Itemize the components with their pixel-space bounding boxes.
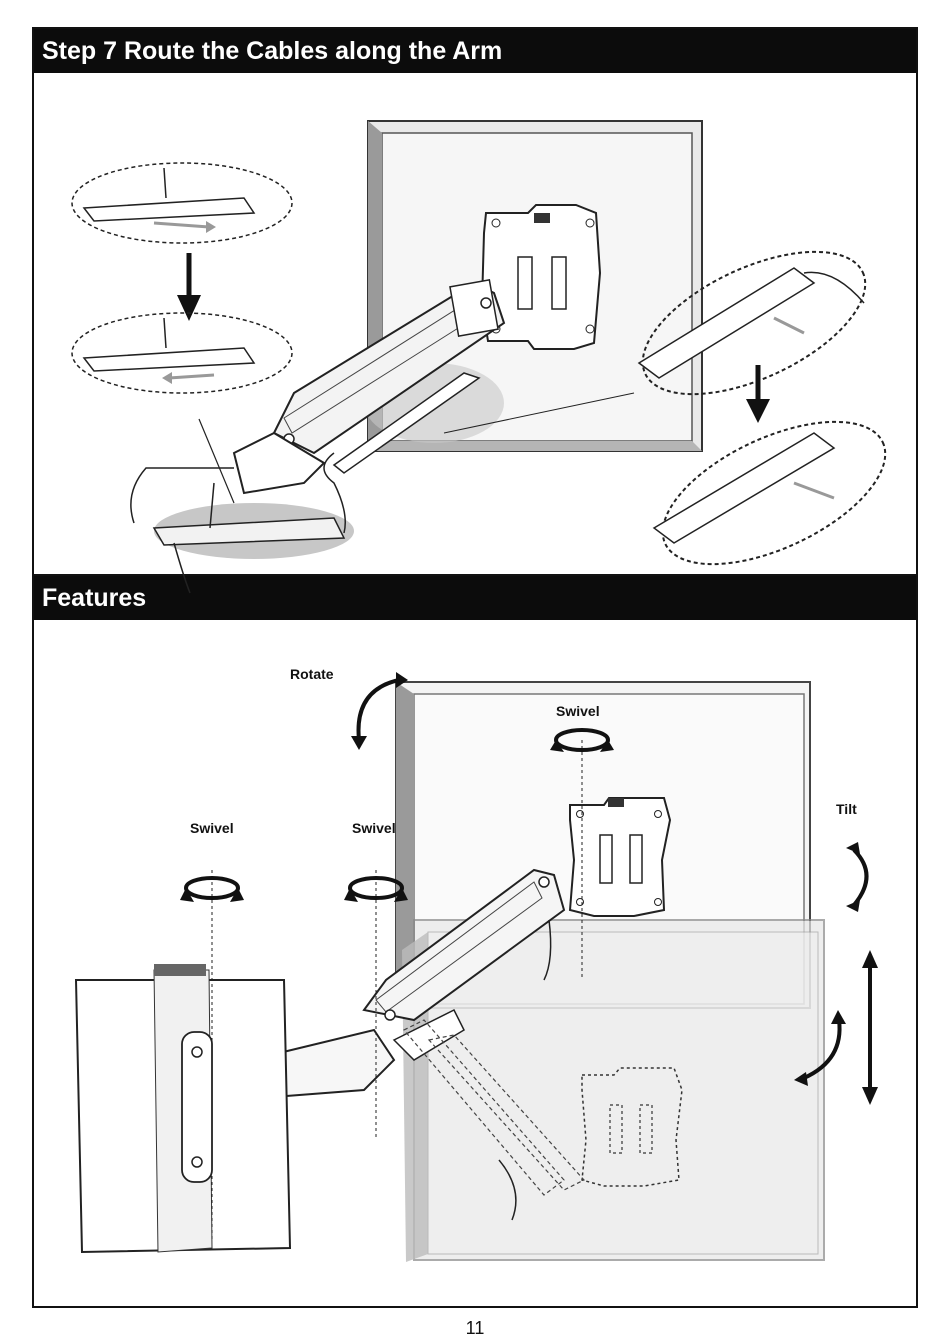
label-tilt: Tilt [836,801,857,817]
page-frame: Step 7 Route the Cables along the Arm Fe… [32,27,918,1308]
label-rotate: Rotate [290,666,334,682]
step7-illustration [34,73,920,574]
label-swivel-top: Swivel [556,703,600,719]
features-header: Features [34,576,916,620]
features-illustration [34,620,920,1308]
tilt-arrow-icon [846,842,867,912]
vesa-plate-step7 [482,205,600,349]
label-swivel-mid: Swivel [352,820,396,836]
step7-header: Step 7 Route the Cables along the Arm [34,29,916,73]
label-swivel-left: Swivel [190,820,234,836]
vesa-plate-upper [570,798,670,916]
page-number: 11 [0,1318,950,1339]
height-arrow-icon [862,950,878,1105]
